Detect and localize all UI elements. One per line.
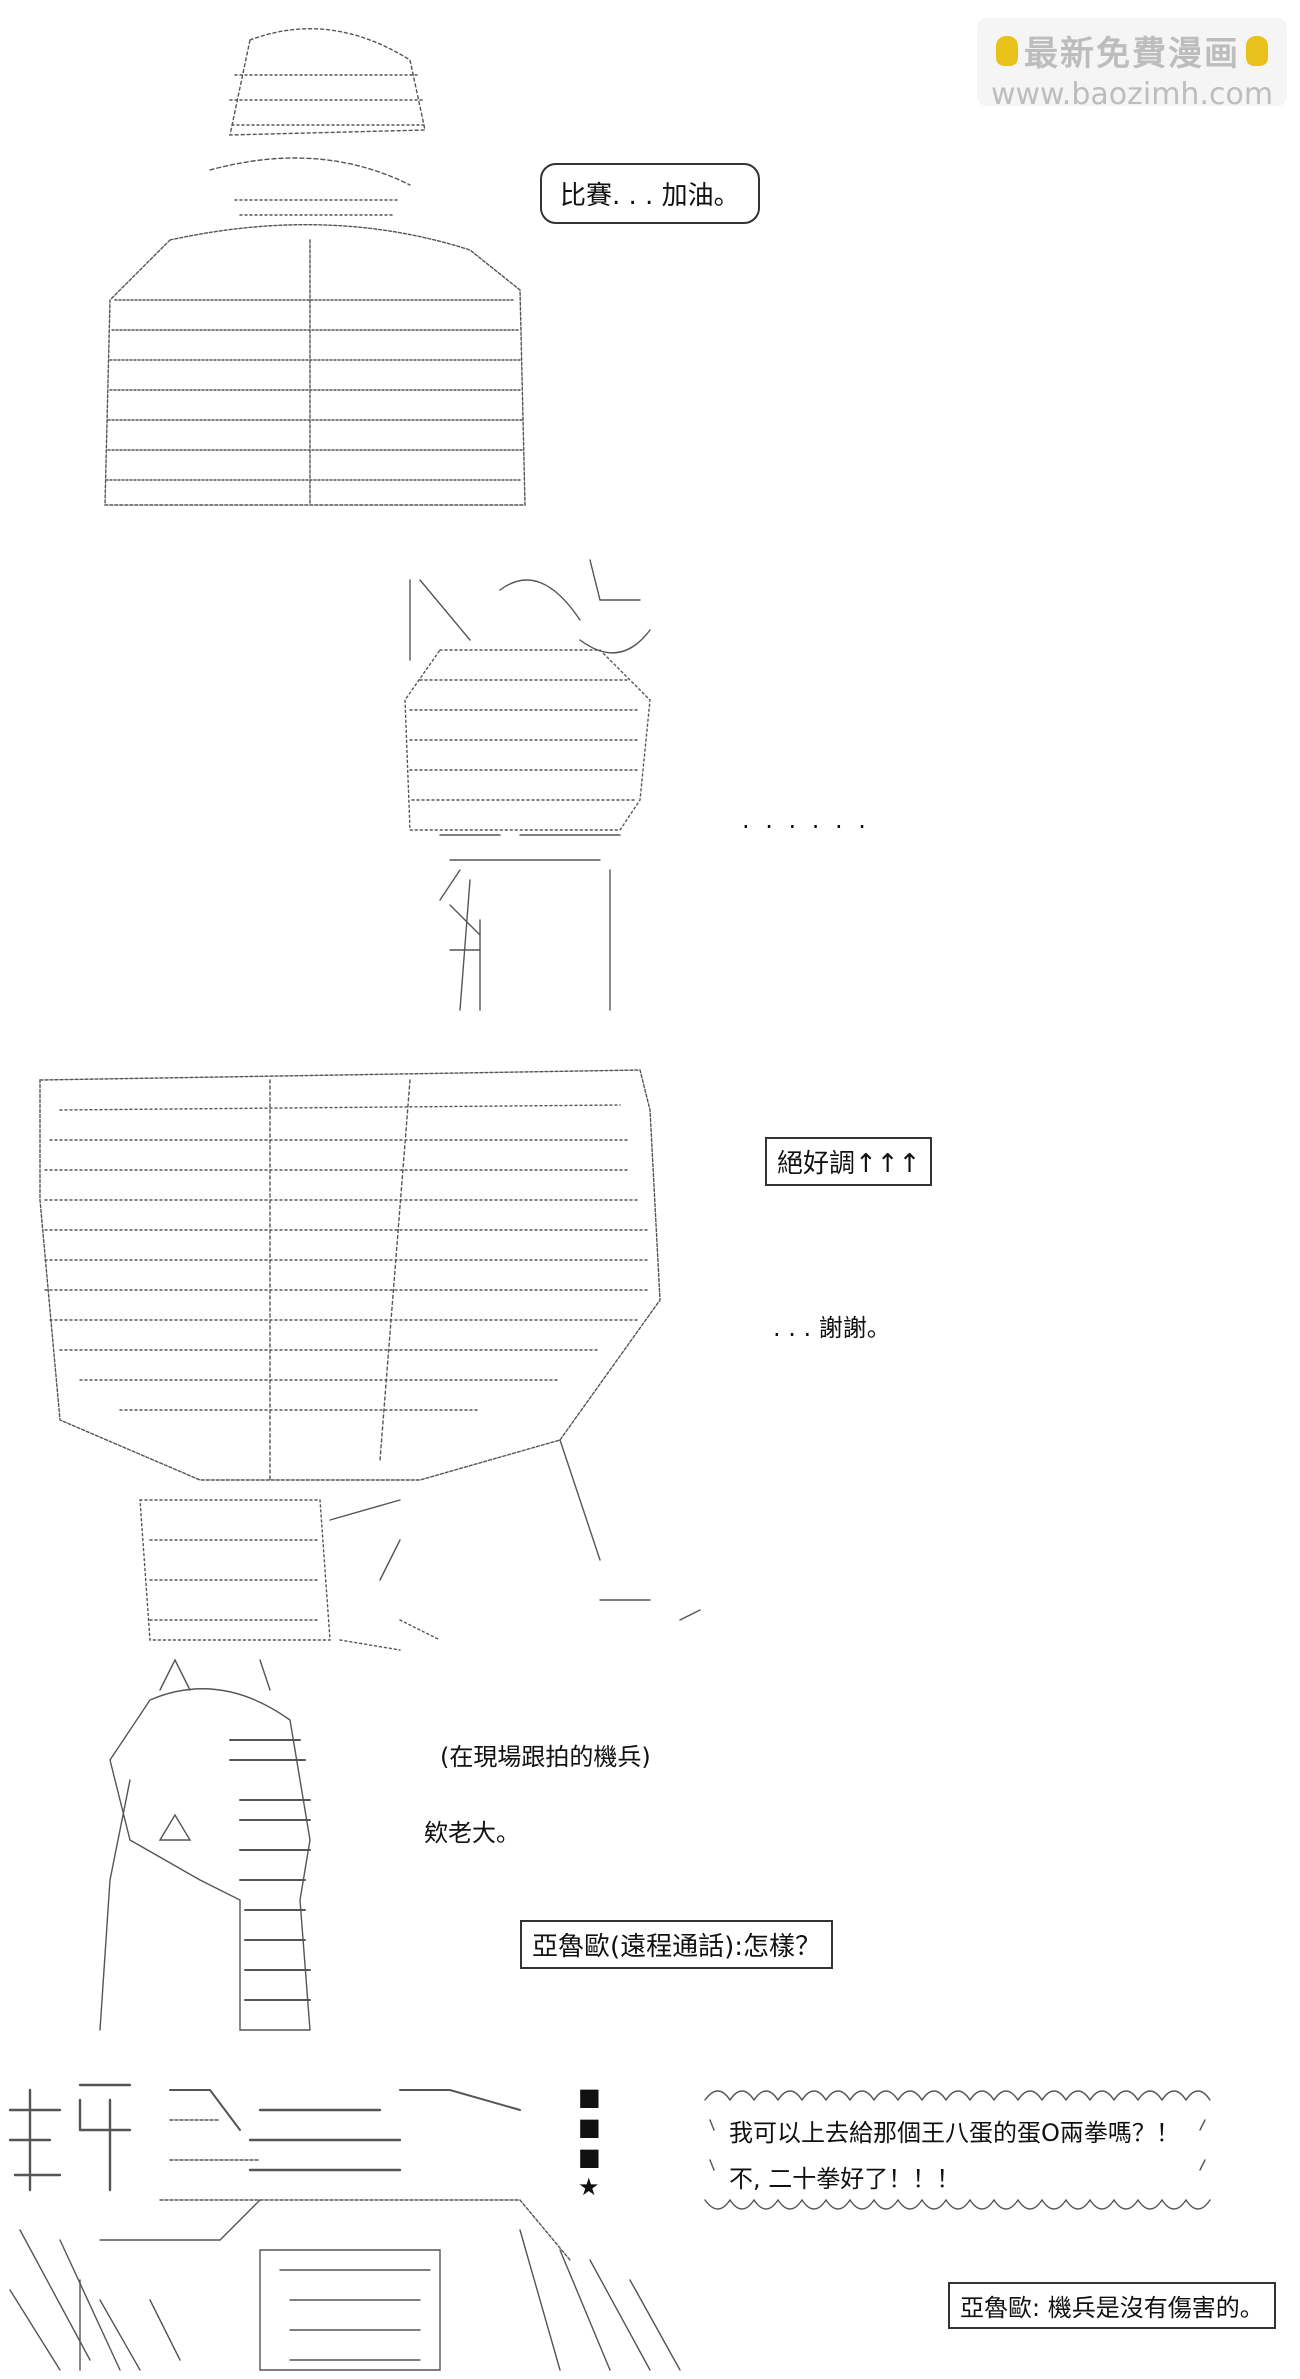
pointing-hand-icon — [996, 35, 1018, 66]
pointing-hand-icon — [1246, 35, 1268, 66]
watermark-title-text: 最新免費漫画 — [1024, 34, 1240, 74]
watermark-title: 最新免費漫画 — [977, 26, 1287, 75]
figure-eared-character — [405, 560, 650, 1010]
shout-bubble-outline — [705, 2091, 1210, 2209]
impact-marks: ■ ■ ■ ★ — [578, 2082, 601, 2202]
speech-bubble-cheer: 比賽. . . 加油。 — [540, 163, 760, 224]
star-mark: ★ — [578, 2173, 600, 2201]
watermark-url: www.baozimh.com — [990, 77, 1274, 112]
square-mark: ■ — [578, 2113, 601, 2141]
square-mark: ■ — [578, 2143, 601, 2171]
ellipsis-text: . . . . . . — [742, 806, 870, 834]
figure-mecha-soldier — [100, 1660, 310, 2030]
figure-angry-scene — [10, 2085, 680, 2370]
shout-line-2: 不, 二十拳好了！！！ — [729, 2165, 961, 2193]
speech-text-hey-boss: 欸老大。 — [424, 1819, 520, 1847]
caption-mecha-filming: (在現場跟拍的機兵) — [440, 1743, 651, 1771]
shout-bubble: 我可以上去給那個王八蛋的蛋O兩拳嗎？！ 不, 二十拳好了！！！ — [705, 2082, 1225, 2220]
figure-hatted-character — [105, 29, 525, 505]
square-mark: ■ — [578, 2083, 601, 2111]
shout-line-1: 我可以上去給那個王八蛋的蛋O兩拳嗎？！ — [729, 2119, 1180, 2147]
speech-box-remote-call: 亞魯歐(遠程通話):怎樣？ — [520, 1920, 834, 1969]
site-watermark: 最新免費漫画 www.baozimh.com — [977, 18, 1287, 112]
speech-box-great-form: 絕好調↑↑↑ — [765, 1137, 933, 1186]
speech-text-thanks: . . . 謝謝。 — [773, 1314, 891, 1342]
speech-box-no-damage: 亞魯歐: 機兵是沒有傷害的。 — [948, 2282, 1276, 2329]
figure-hatched-scene — [40, 1070, 700, 1650]
